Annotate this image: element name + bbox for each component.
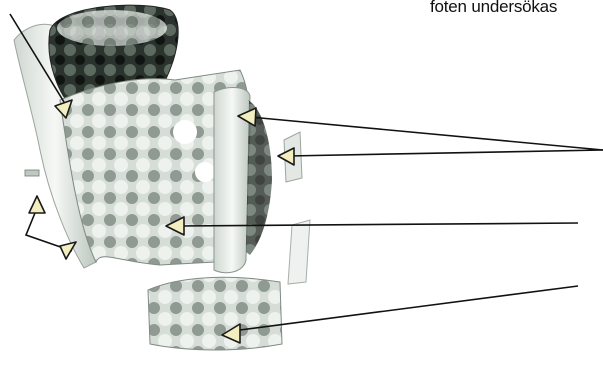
bottom-foam-block: [148, 277, 282, 350]
arrow-left-lower: [60, 242, 76, 259]
leader-line-lower-right: [232, 286, 578, 331]
thin-foam-tab: [288, 220, 310, 284]
foam-hole-1: [173, 120, 197, 144]
leader-line-upper-right-a: [250, 117, 603, 150]
small-part-left: [25, 170, 39, 176]
leader-line-upper-right-b: [288, 150, 603, 156]
heel-cup-rim: [57, 10, 167, 46]
arrow-left-upper: [29, 196, 45, 213]
foam-hole-2: [195, 162, 215, 182]
